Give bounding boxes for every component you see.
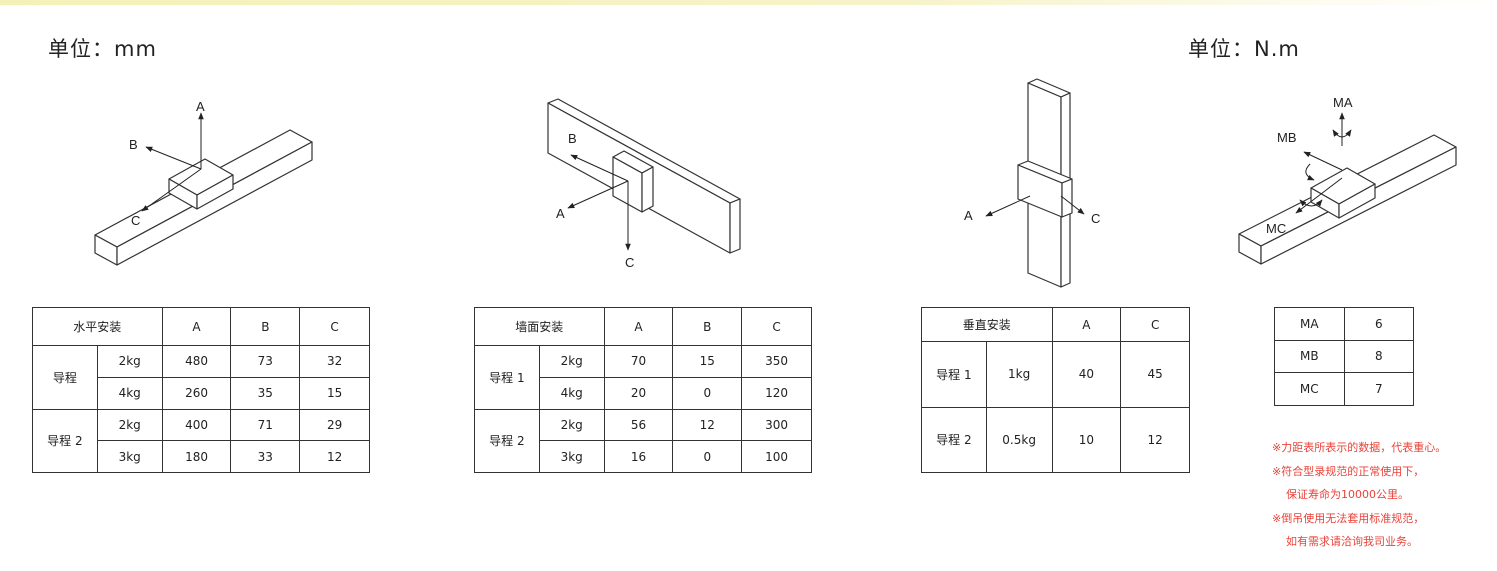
value-cell: 350 bbox=[741, 345, 812, 378]
value-cell: 0 bbox=[672, 440, 743, 473]
horizontal-mount-diagram: A B C bbox=[94, 99, 313, 266]
value-cell: 15 bbox=[299, 376, 370, 410]
value-cell: 20 bbox=[603, 376, 674, 410]
value-cell: 45 bbox=[1120, 341, 1190, 408]
moment-name: MA bbox=[1274, 307, 1345, 341]
header-a: A bbox=[161, 306, 232, 347]
axis-label-b: B bbox=[568, 131, 577, 146]
value-cell: 70 bbox=[603, 345, 674, 378]
value-cell: 29 bbox=[299, 408, 370, 442]
header-b: B bbox=[672, 306, 743, 347]
value-cell: 180 bbox=[161, 440, 232, 473]
load-cell: 3kg bbox=[96, 440, 163, 473]
moment-label-ma: MA bbox=[1333, 95, 1353, 110]
axis-label-a: A bbox=[556, 206, 565, 221]
table-title: 水平安装 bbox=[32, 306, 163, 347]
load-cell: 2kg bbox=[96, 408, 163, 442]
value-cell: 480 bbox=[161, 345, 232, 378]
value-cell: 12 bbox=[1120, 406, 1190, 473]
note-line: ※力距表所表示的数据，代表重心。 bbox=[1272, 441, 1447, 454]
load-cell: 4kg bbox=[538, 376, 605, 410]
load-cell: 1kg bbox=[985, 341, 1053, 408]
note-line: ※倒吊使用无法套用标准规范， bbox=[1272, 511, 1425, 525]
group-label: 导程 2 bbox=[32, 408, 98, 473]
value-cell: 100 bbox=[741, 440, 812, 473]
value-cell: 33 bbox=[230, 440, 301, 473]
moment-value: 8 bbox=[1343, 339, 1415, 374]
value-cell: 40 bbox=[1051, 341, 1122, 408]
top-accent-bar bbox=[0, 0, 1497, 5]
moment-label-mb: MB bbox=[1277, 130, 1297, 145]
group-label: 导程 2 bbox=[921, 406, 987, 473]
unit-label-mm: 单位：mm bbox=[48, 37, 157, 61]
header-c: C bbox=[299, 306, 370, 347]
value-cell: 10 bbox=[1051, 406, 1122, 473]
horizontal-mount-table: 水平安装 A B C 导程 2kg 480 73 32 4kg 260 35 1… bbox=[32, 306, 370, 473]
header-c: C bbox=[1120, 307, 1190, 342]
wall-mount-table: 墙面安装 A B C 导程 1 2kg 70 15 350 4kg 20 0 1… bbox=[474, 306, 812, 473]
value-cell: 71 bbox=[230, 408, 301, 442]
axis-label-a: A bbox=[196, 99, 205, 114]
axis-label-b: B bbox=[129, 137, 138, 152]
moment-label-mc: MC bbox=[1266, 221, 1286, 236]
table-title: 墙面安装 bbox=[474, 306, 605, 347]
load-cell: 2kg bbox=[538, 345, 605, 378]
load-cell: 0.5kg bbox=[985, 406, 1053, 473]
moment-diagram: MA MB MC bbox=[1238, 95, 1457, 265]
moment-value: 6 bbox=[1343, 307, 1415, 341]
value-cell: 12 bbox=[299, 440, 370, 473]
axis-label-c: C bbox=[1091, 211, 1100, 226]
value-cell: 120 bbox=[741, 376, 812, 410]
moment-value: 7 bbox=[1343, 372, 1415, 406]
header-c: C bbox=[741, 306, 812, 347]
axis-label-c: C bbox=[625, 255, 634, 270]
note-line: 保证寿命为10000公里。 bbox=[1286, 488, 1409, 501]
moment-name: MB bbox=[1274, 339, 1345, 374]
value-cell: 300 bbox=[741, 408, 812, 442]
value-cell: 16 bbox=[603, 440, 674, 473]
vertical-mount-table: 垂直安装 A C 导程 1 1kg 40 45 导程 2 0.5kg 10 12 bbox=[921, 307, 1190, 473]
load-cell: 2kg bbox=[538, 408, 605, 442]
value-cell: 400 bbox=[161, 408, 232, 442]
header-b: B bbox=[230, 306, 301, 347]
unit-label-nm: 单位：N.m bbox=[1188, 37, 1300, 61]
axis-label-a: A bbox=[964, 208, 973, 223]
axis-label-c: C bbox=[131, 213, 140, 228]
group-label: 导程 1 bbox=[921, 341, 987, 408]
note-line: 如有需求请洽询我司业务。 bbox=[1286, 535, 1418, 548]
load-cell: 2kg bbox=[96, 345, 163, 378]
wall-mount-diagram: B A C bbox=[547, 98, 741, 270]
load-cell: 3kg bbox=[538, 440, 605, 473]
table-title: 垂直安装 bbox=[921, 307, 1053, 342]
value-cell: 15 bbox=[672, 345, 743, 378]
value-cell: 35 bbox=[230, 376, 301, 410]
value-cell: 73 bbox=[230, 345, 301, 378]
value-cell: 12 bbox=[672, 408, 743, 442]
header-a: A bbox=[1051, 307, 1122, 342]
vertical-mount-diagram: A C bbox=[964, 78, 1100, 288]
value-cell: 260 bbox=[161, 376, 232, 410]
value-cell: 0 bbox=[672, 376, 743, 410]
value-cell: 56 bbox=[603, 408, 674, 442]
value-cell: 32 bbox=[299, 345, 370, 378]
group-label: 导程 1 bbox=[474, 345, 540, 410]
header-a: A bbox=[603, 306, 674, 347]
moment-name: MC bbox=[1274, 372, 1345, 406]
group-label: 导程 bbox=[32, 345, 98, 410]
load-cell: 4kg bbox=[96, 376, 163, 410]
group-label: 导程 2 bbox=[474, 408, 540, 473]
moment-table: MA 6 MB 8 MC 7 bbox=[1274, 307, 1415, 406]
usage-notes: ※力距表所表示的数据，代表重心。 ※符合型录规范的正常使用下， 保证寿命为100… bbox=[1272, 436, 1446, 554]
note-line: ※符合型录规范的正常使用下， bbox=[1272, 464, 1425, 478]
